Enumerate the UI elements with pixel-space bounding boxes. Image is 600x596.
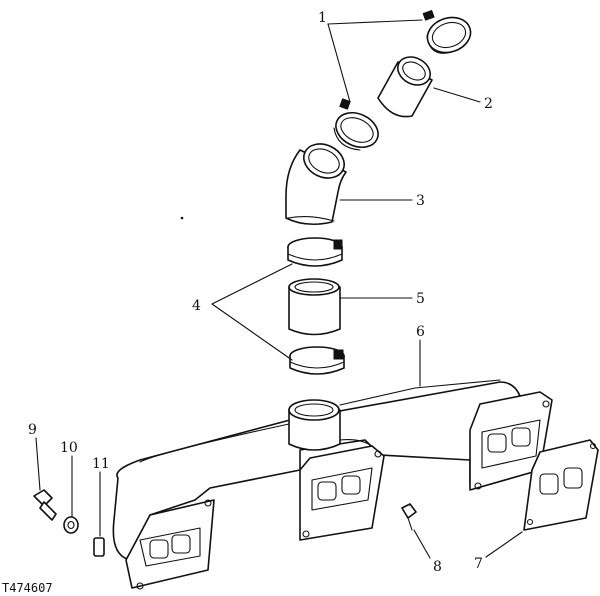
cap-screw-8 xyxy=(401,503,417,531)
callout-4: 4 xyxy=(192,298,201,314)
lock-plate-11 xyxy=(93,537,105,557)
figure-code: T474607 xyxy=(2,581,53,595)
hose-clamp-4-lower xyxy=(289,346,345,375)
callout-6: 6 xyxy=(416,324,425,340)
hose-clamp-upper-middle xyxy=(333,98,379,151)
hose-sleeve-5 xyxy=(288,278,341,336)
leader-lines xyxy=(35,19,523,559)
exhaust-manifold xyxy=(112,379,553,590)
callout-2: 2 xyxy=(484,96,493,112)
callout-10: 10 xyxy=(60,440,78,456)
hose-clamp-4-upper xyxy=(287,237,343,267)
callout-8: 8 xyxy=(433,559,442,575)
cap-screw-9 xyxy=(33,489,57,521)
manifold-gasket xyxy=(523,439,599,531)
hose-sleeve-top xyxy=(377,56,433,118)
callout-11: 11 xyxy=(92,456,110,472)
stray-dot xyxy=(180,216,184,220)
callout-3: 3 xyxy=(416,193,425,209)
callout-7: 7 xyxy=(474,556,483,572)
hose-clamp-top xyxy=(422,9,472,54)
callout-5: 5 xyxy=(416,291,425,307)
callout-9: 9 xyxy=(28,422,37,438)
callout-labels: 1 2 3 4 5 6 7 8 9 10 11 xyxy=(28,10,493,575)
exhaust-elbow xyxy=(285,143,347,226)
washer-10 xyxy=(63,516,79,534)
callout-1: 1 xyxy=(318,10,327,26)
